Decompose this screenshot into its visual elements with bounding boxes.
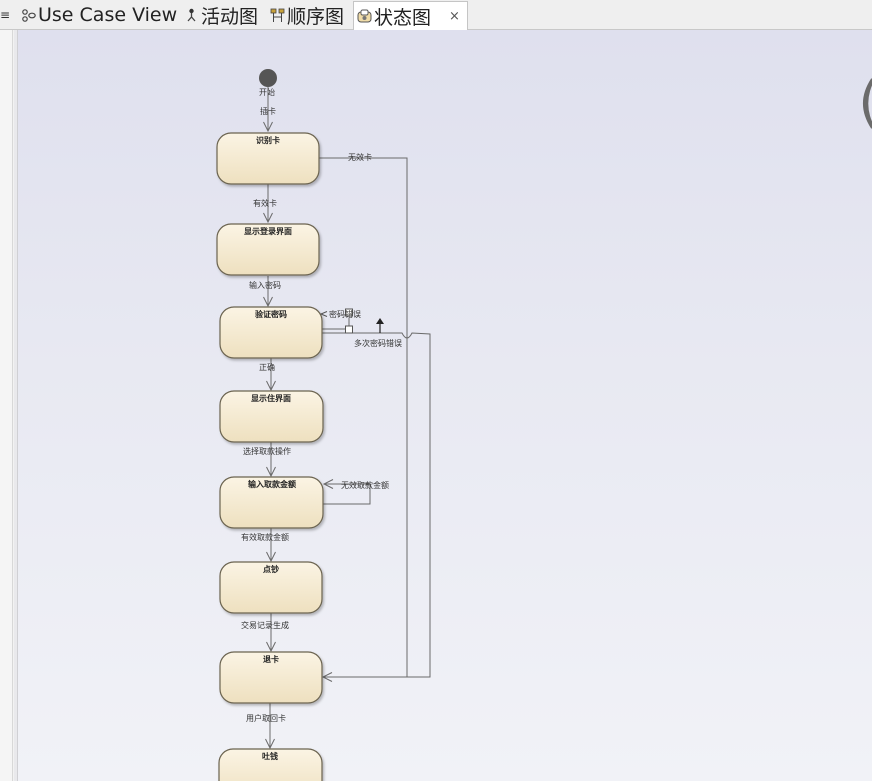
connector-handle[interactable] <box>345 308 353 317</box>
tab-activity-diagram[interactable]: 活动图 <box>184 1 258 29</box>
document-tab-bar: ≡ Use Case View 活动图 顺序图 状态图 × <box>0 0 872 30</box>
offscreen-element-fragment: ( <box>858 70 872 135</box>
menu-icon[interactable]: ≡ <box>0 8 11 22</box>
tab-label: 状态图 <box>374 6 432 29</box>
transition-label: 正确 <box>259 362 275 372</box>
tab-label: 顺序图 <box>287 5 345 28</box>
arrowhead-icon <box>321 672 333 682</box>
transition-label: 有效卡 <box>253 198 277 208</box>
activity-diagram-icon <box>187 8 196 21</box>
transition-label: 无效卡 <box>348 152 372 162</box>
arrowhead-icon <box>266 466 276 478</box>
transition-label: 插卡 <box>260 106 276 116</box>
transition-label: 用户取回卡 <box>246 713 286 723</box>
arrowhead-icon <box>266 641 276 653</box>
connector-handle[interactable] <box>345 325 353 334</box>
initial-label: 开始 <box>259 87 275 97</box>
left-panel-edge <box>0 30 13 781</box>
state-name: 点钞 <box>263 564 279 574</box>
arrowhead-icon <box>263 296 273 308</box>
arrowhead-icon <box>266 551 276 563</box>
state-diagram: 开始 <box>216 69 431 781</box>
close-tab-icon[interactable]: × <box>449 8 460 24</box>
edge-wrong-password[interactable] <box>322 318 350 330</box>
transition-label: 有效取款金额 <box>241 532 289 542</box>
tab-state-diagram[interactable]: 状态图 × <box>353 1 468 30</box>
state-main-screen[interactable] <box>219 390 324 443</box>
state-name: 显示住界面 <box>251 393 291 403</box>
state-count-cash[interactable] <box>219 561 323 614</box>
state-eject-card[interactable] <box>219 651 323 704</box>
state-name: 显示登录界面 <box>244 226 292 236</box>
arrowhead-icon <box>322 479 334 489</box>
tab-sequence-diagram[interactable]: 顺序图 <box>270 1 344 29</box>
state-name: 吐钱 <box>262 751 278 761</box>
state-name: 验证密码 <box>255 309 287 319</box>
transition-label: 选择取款操作 <box>243 446 291 456</box>
tab-label: Use Case View <box>38 4 178 26</box>
arrow-up-icon <box>376 318 384 324</box>
tab-use-case-view[interactable]: Use Case View <box>21 1 177 29</box>
edge-invalid-card[interactable] <box>319 157 408 678</box>
transition-label: 多次密码错误 <box>354 338 402 348</box>
tab-label: 活动图 <box>201 5 259 28</box>
use-case-view-icon <box>22 8 36 22</box>
canvas-ruler <box>14 30 18 781</box>
state-login-screen[interactable] <box>216 223 320 276</box>
state-dispense-cash[interactable] <box>218 748 323 781</box>
state-name: 识别卡 <box>256 135 280 145</box>
initial-node[interactable] <box>259 69 277 87</box>
transition-label: 输入密码 <box>249 280 281 290</box>
arrowhead-icon <box>266 380 276 392</box>
state-read-card[interactable] <box>216 132 320 185</box>
arrowhead-icon <box>265 738 275 750</box>
arrowhead-icon <box>319 311 328 317</box>
edge-invalid-amount[interactable] <box>323 483 371 505</box>
edge-multiple-wrong-password[interactable] <box>322 332 431 678</box>
transition-label: 密码错误 <box>329 309 361 319</box>
arrowhead-icon <box>263 121 273 133</box>
state-verify-password[interactable] <box>219 306 323 359</box>
state-name: 输入取款金额 <box>248 479 296 489</box>
diagram-canvas[interactable]: 开始 <box>18 30 872 781</box>
state-enter-amount[interactable] <box>219 476 324 529</box>
transition-label: 无效取款金额 <box>341 480 389 490</box>
arrowhead-icon <box>263 212 273 224</box>
transition-label: 交易记录生成 <box>241 620 289 630</box>
state-name: 退卡 <box>263 654 279 664</box>
sequence-diagram-icon <box>270 8 285 22</box>
state-diagram-icon <box>357 9 372 22</box>
